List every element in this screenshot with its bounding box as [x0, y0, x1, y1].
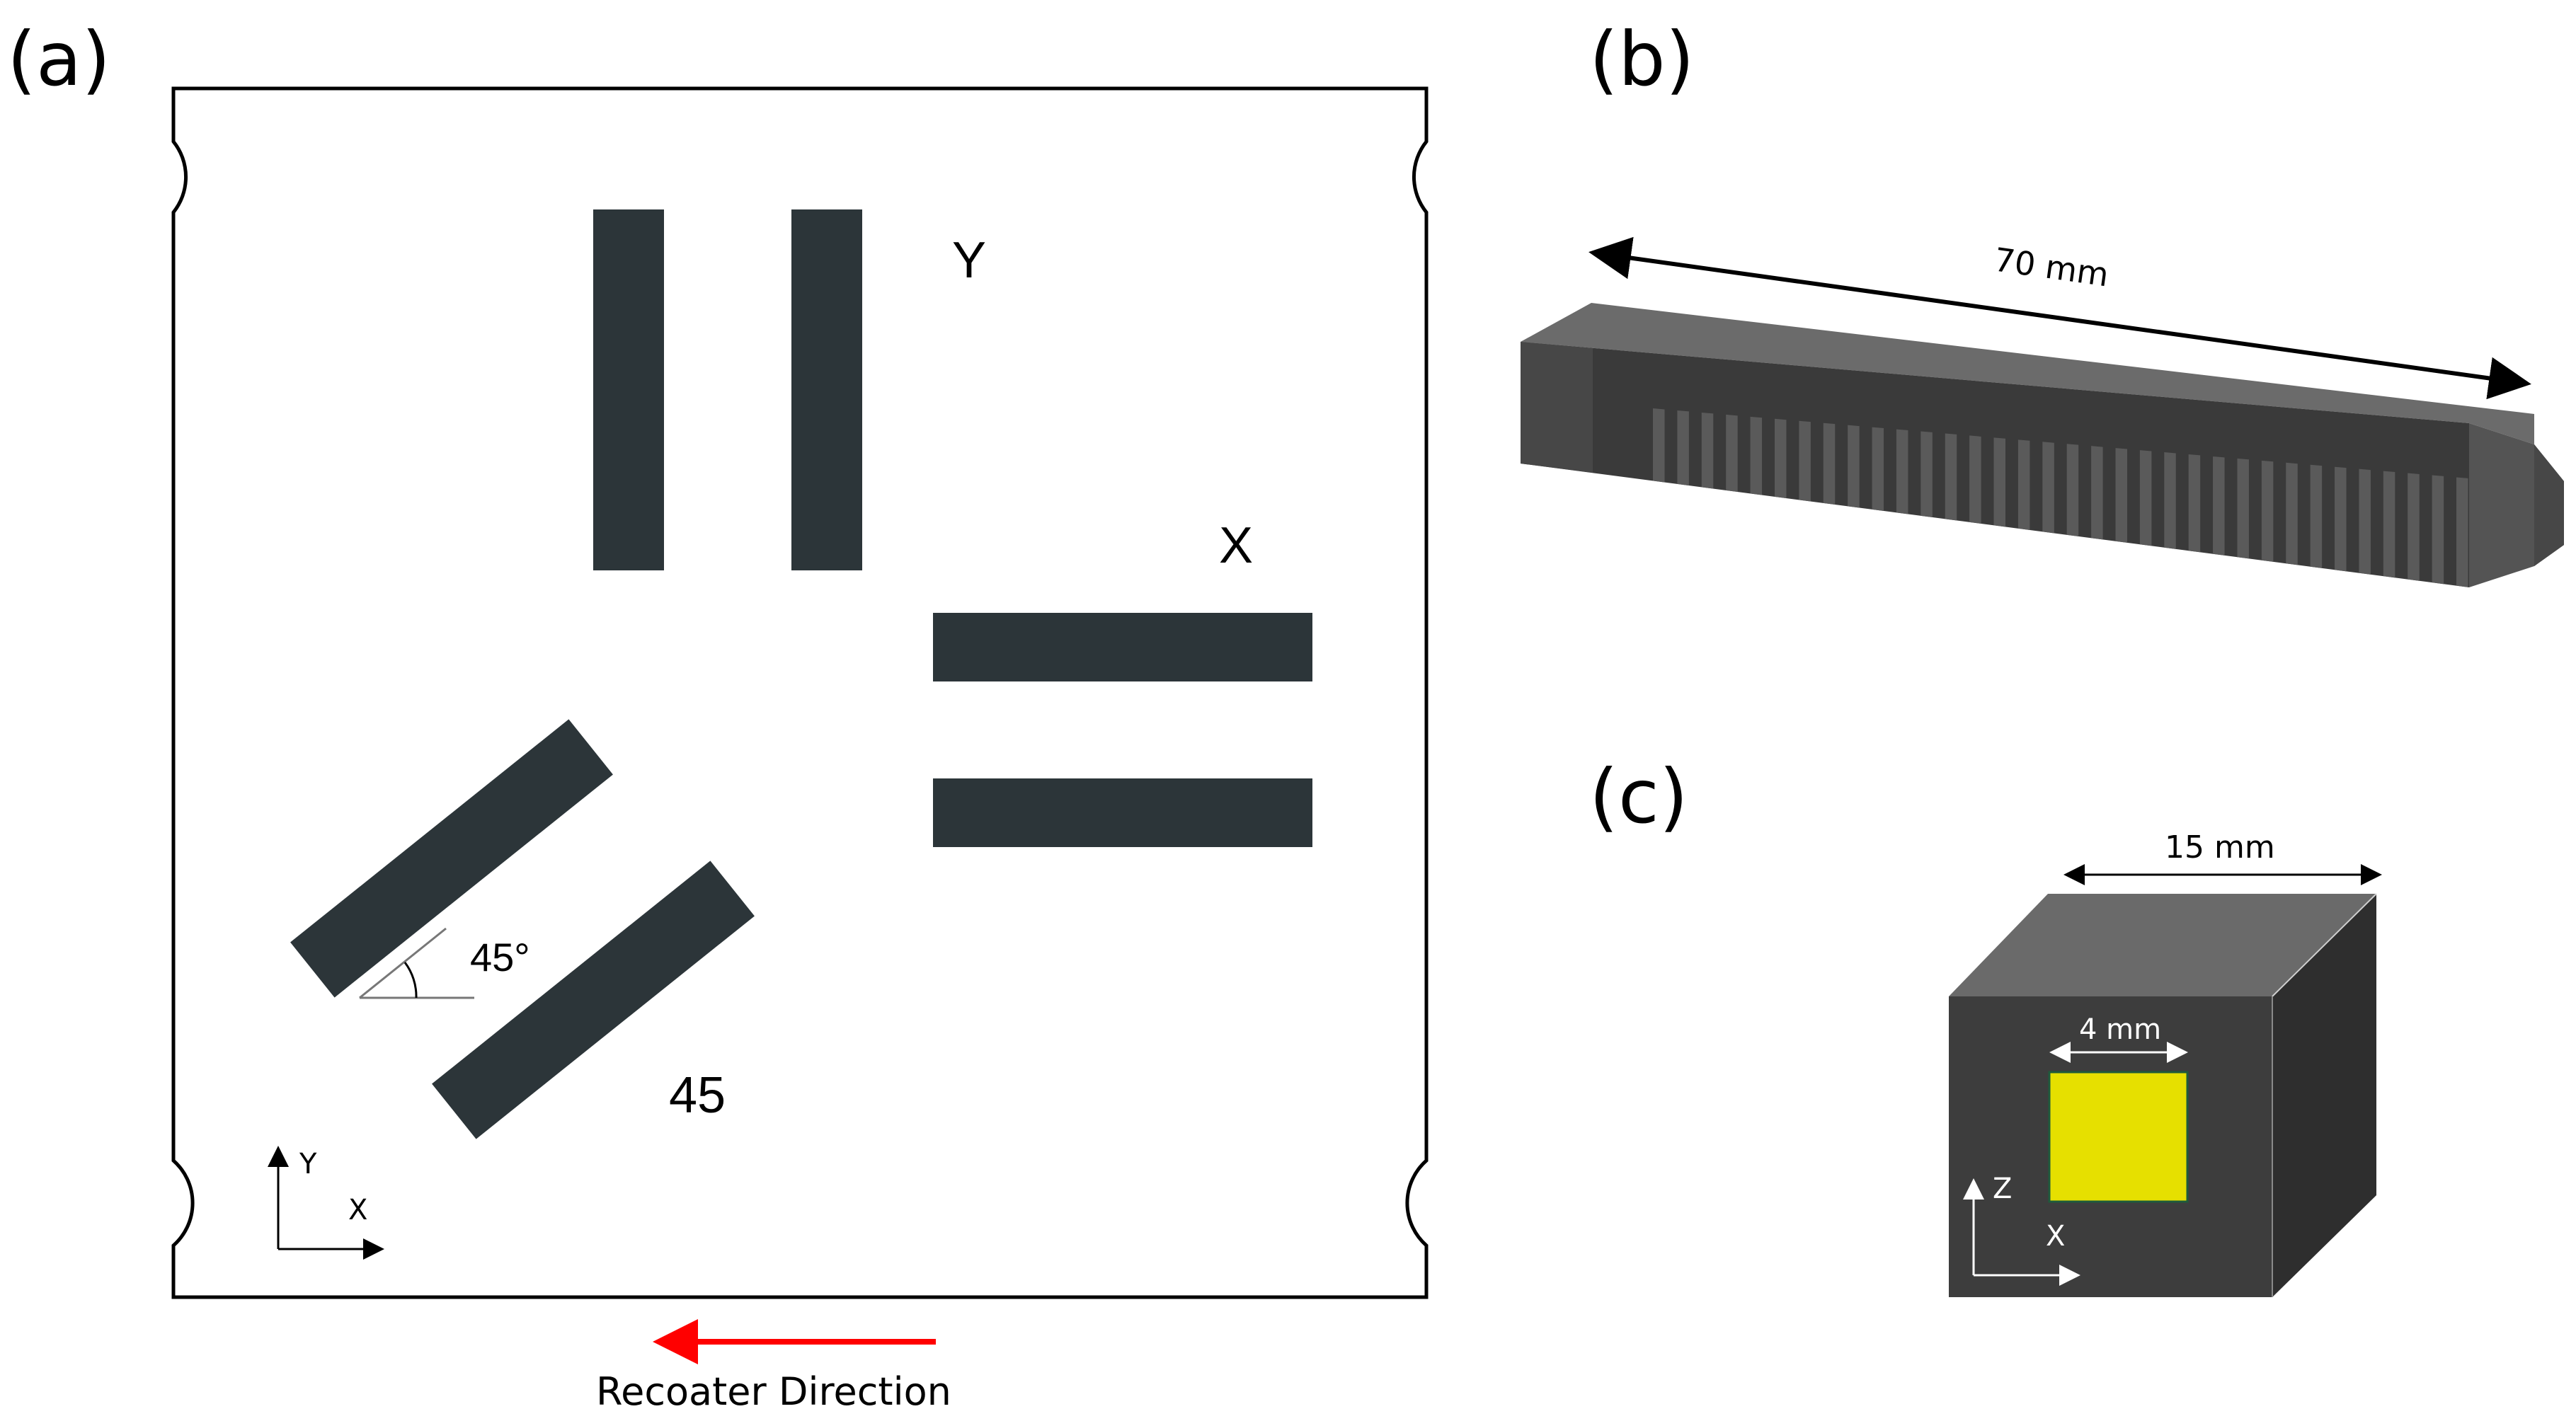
cube-axis-z-label: Z: [1993, 1173, 2012, 1205]
beam-rib: [1653, 408, 1665, 483]
beam-rib: [1848, 425, 1860, 508]
beam-rib: [2091, 446, 2103, 540]
beam-rib: [1701, 412, 1714, 489]
axis-indicator-a: Y X: [268, 1146, 384, 1260]
x-specimen-1: [933, 613, 1312, 681]
beam-rib: [2432, 475, 2444, 585]
y-specimen-1: [593, 209, 664, 570]
beam-rib: [2261, 460, 2274, 562]
angle-indicator: 45°: [359, 927, 530, 999]
angle-label: 45°: [470, 935, 530, 979]
beam-rib: [2383, 471, 2395, 578]
beam-rib: [2213, 456, 2225, 556]
beam-rib: [2310, 464, 2323, 568]
x-group-label: X: [1219, 517, 1253, 574]
beam-rib: [2188, 454, 2201, 553]
length-dimension-label: 70 mm: [1991, 240, 2111, 294]
beam-rib: [1993, 437, 2006, 527]
beam-rib: [2042, 442, 2054, 534]
y-specimen-2: [791, 209, 862, 570]
axis-y-label: Y: [299, 1148, 317, 1180]
recoater-label: Recoater Direction: [596, 1369, 951, 1414]
diag-group-label: 45: [669, 1067, 726, 1124]
beam-rib: [2335, 466, 2347, 572]
beam-rib: [2017, 439, 2030, 530]
cross-section-square: [2048, 1071, 2189, 1203]
beam-rib: [2115, 448, 2127, 543]
beam-rib: [2359, 468, 2371, 575]
beam-rib: [1677, 410, 1689, 486]
ribbed-beam: [1521, 303, 2564, 587]
beam-rib: [1896, 429, 1908, 514]
beam-rib: [1726, 414, 1738, 493]
panel-c: (c) 15 mm 4 mm Z X: [1589, 754, 2382, 1297]
panel-b-label: (b): [1589, 16, 1695, 103]
diag-specimen-1: [290, 719, 613, 998]
build-plate-outline: [171, 86, 1429, 1299]
beam-rib: [2456, 477, 2468, 587]
panel-a-label: (a): [7, 16, 110, 103]
x-specimen-2: [933, 778, 1312, 847]
beam-rib: [2164, 452, 2176, 549]
beam-rib: [1750, 416, 1763, 495]
beam-rib: [1920, 431, 1933, 517]
axis-indicator-c: Z X: [1963, 1173, 2080, 1286]
beam-rib: [2139, 450, 2152, 546]
beam-ribs: [1653, 408, 2468, 587]
beam-rib: [1823, 422, 1836, 505]
panel-b: (b) 70 mm: [1521, 16, 2564, 587]
beam-rib: [2237, 458, 2249, 559]
beam-rib: [1969, 435, 1981, 524]
y-group-label: Y: [952, 232, 986, 289]
beam-rib: [2408, 473, 2420, 581]
beam-rib: [1799, 420, 1811, 502]
section-dimension-label: 4 mm: [2079, 1013, 2161, 1046]
beam-rib: [1872, 427, 1884, 512]
cube-axis-x-label: X: [2046, 1220, 2065, 1253]
beam-rib: [1774, 418, 1787, 499]
panel-c-label: (c): [1589, 754, 1688, 840]
length-dimension-arrow: [1588, 236, 2531, 400]
beam-rib: [2286, 462, 2298, 565]
diag-specimen-2: [432, 861, 755, 1139]
axis-x-label: X: [348, 1194, 367, 1226]
cube-dimension-label: 15 mm: [2165, 829, 2275, 865]
beam-rib: [2066, 444, 2079, 536]
panel-a: (a) Y X 45° 45 Y X Recoater D: [7, 16, 1429, 1414]
beam-rib: [1945, 433, 1957, 521]
